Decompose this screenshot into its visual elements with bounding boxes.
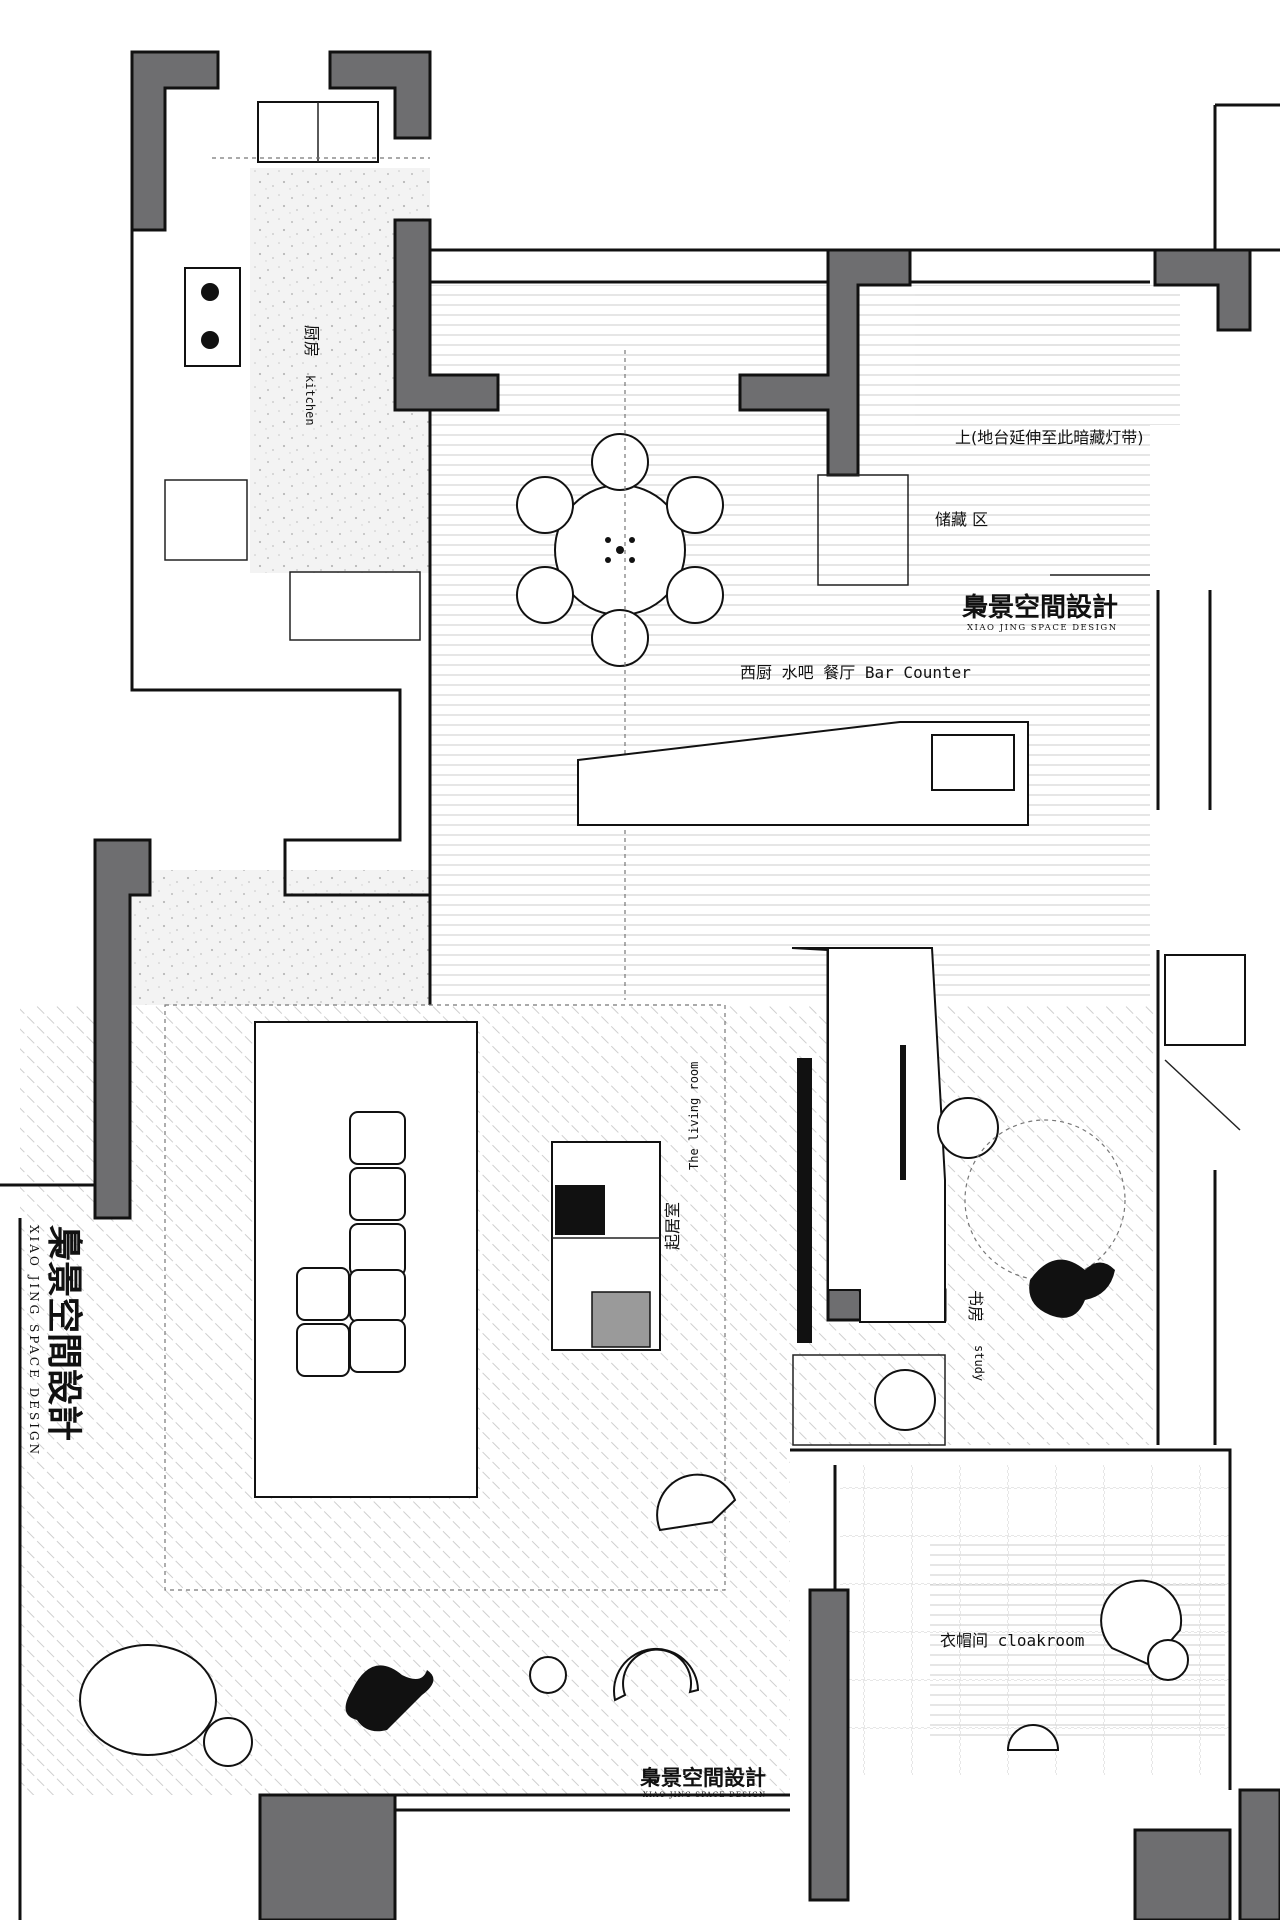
- wall-se: [1238, 1788, 1280, 1920]
- study-desk: [791, 947, 946, 1323]
- study-stool: [874, 1369, 936, 1431]
- brand-logo-vertical: 梟景空間設計 XIAO JING SPACE DESIGN: [27, 1224, 85, 1457]
- study-side-area: [792, 1354, 946, 1446]
- hall-floor: [130, 870, 430, 1005]
- burner-1: [201, 283, 219, 301]
- label-kitchen-zh: 厨房: [302, 325, 321, 357]
- svg-text:梟景空間設計: 梟景空間設計: [639, 1765, 766, 1790]
- east-study-frame: [1156, 950, 1217, 1445]
- storage-cabinet: [817, 474, 909, 586]
- brand-logo-bottom: 梟景空間設計 XIAO JING SPACE DESIGN: [639, 1765, 766, 1799]
- burner-2: [201, 331, 219, 349]
- east-mid-frame: [1156, 590, 1212, 810]
- wall-cloak-w: [808, 1588, 850, 1902]
- coffee-table-block: [555, 1185, 605, 1235]
- door-swing: [1164, 1059, 1241, 1131]
- chandelier: [605, 537, 635, 563]
- study-bookshelf: [797, 1058, 812, 1343]
- label-kitchen-en: kitchen: [303, 375, 317, 426]
- cloakroom-rug: [930, 1540, 1225, 1740]
- kitchen-cabinet: [164, 479, 248, 561]
- ottoman: [591, 1291, 651, 1348]
- svg-text:XIAO JING SPACE DESIGN: XIAO JING SPACE DESIGN: [967, 623, 1118, 633]
- sofa: [296, 1111, 406, 1377]
- rug-animal: [345, 1665, 434, 1732]
- kitchen-appliance: [289, 571, 421, 641]
- svg-text:XIAO JING SPACE DESIGN: XIAO JING SPACE DESIGN: [643, 1791, 766, 1799]
- svg-text:XIAO JING SPACE DESIGN: XIAO JING SPACE DESIGN: [27, 1225, 41, 1457]
- cooktop: [184, 267, 241, 367]
- wall-kitchen-ne: [328, 50, 432, 140]
- west-wall-line: [130, 52, 432, 1005]
- south-window: [390, 1793, 790, 1812]
- living-zone: [164, 1004, 726, 1591]
- label-storage: 储藏 区: [935, 510, 988, 529]
- bar-counter: [577, 721, 1029, 826]
- cloak-stool: [1006, 1724, 1060, 1751]
- armchair: [656, 1473, 737, 1532]
- brand-logo-top: 梟景空間設計 XIAO JING SPACE DESIGN: [961, 592, 1118, 633]
- svg-text:梟景空間設計: 梟景空間設計: [43, 1224, 85, 1441]
- label-living-en: The living room: [687, 1062, 701, 1170]
- side-table: [529, 1656, 567, 1694]
- svg-text:梟景空間設計: 梟景空間設計: [961, 592, 1118, 623]
- lounge-chair: [613, 1647, 700, 1702]
- label-study-zh: 书房: [966, 1290, 985, 1322]
- wall-dining-e: [738, 248, 912, 477]
- label-storage-up: 上(地台延伸至此暗藏灯带): [955, 428, 1144, 447]
- label-cloakroom: 衣帽间 cloakroom: [940, 1631, 1084, 1650]
- dining-chairs: [516, 433, 724, 667]
- pouf-group: [79, 1644, 253, 1767]
- label-study-en: study: [972, 1345, 986, 1381]
- study-desk-edge: [900, 1045, 906, 1180]
- wall-west: [93, 838, 152, 1220]
- study-chair: [937, 1097, 999, 1159]
- label-living-zh: 起居室: [663, 1202, 682, 1250]
- ne-frame: [1213, 103, 1280, 250]
- east-fixture: [1164, 954, 1246, 1046]
- wall-south-w: [258, 1793, 397, 1920]
- wall-ne: [1153, 248, 1252, 332]
- storage-steps: [915, 285, 1180, 425]
- wall-south-e: [1133, 1828, 1232, 1920]
- cloak-plant: [1147, 1639, 1189, 1681]
- wall-kitchen-nw: [130, 50, 220, 232]
- study-rug-animal: [1029, 1259, 1115, 1318]
- bar-sink: [931, 734, 1015, 791]
- label-bar: 西厨 水吧 餐厅 Bar Counter: [740, 663, 971, 682]
- wall-dining-w: [393, 218, 500, 412]
- study-rug: [964, 1119, 1126, 1281]
